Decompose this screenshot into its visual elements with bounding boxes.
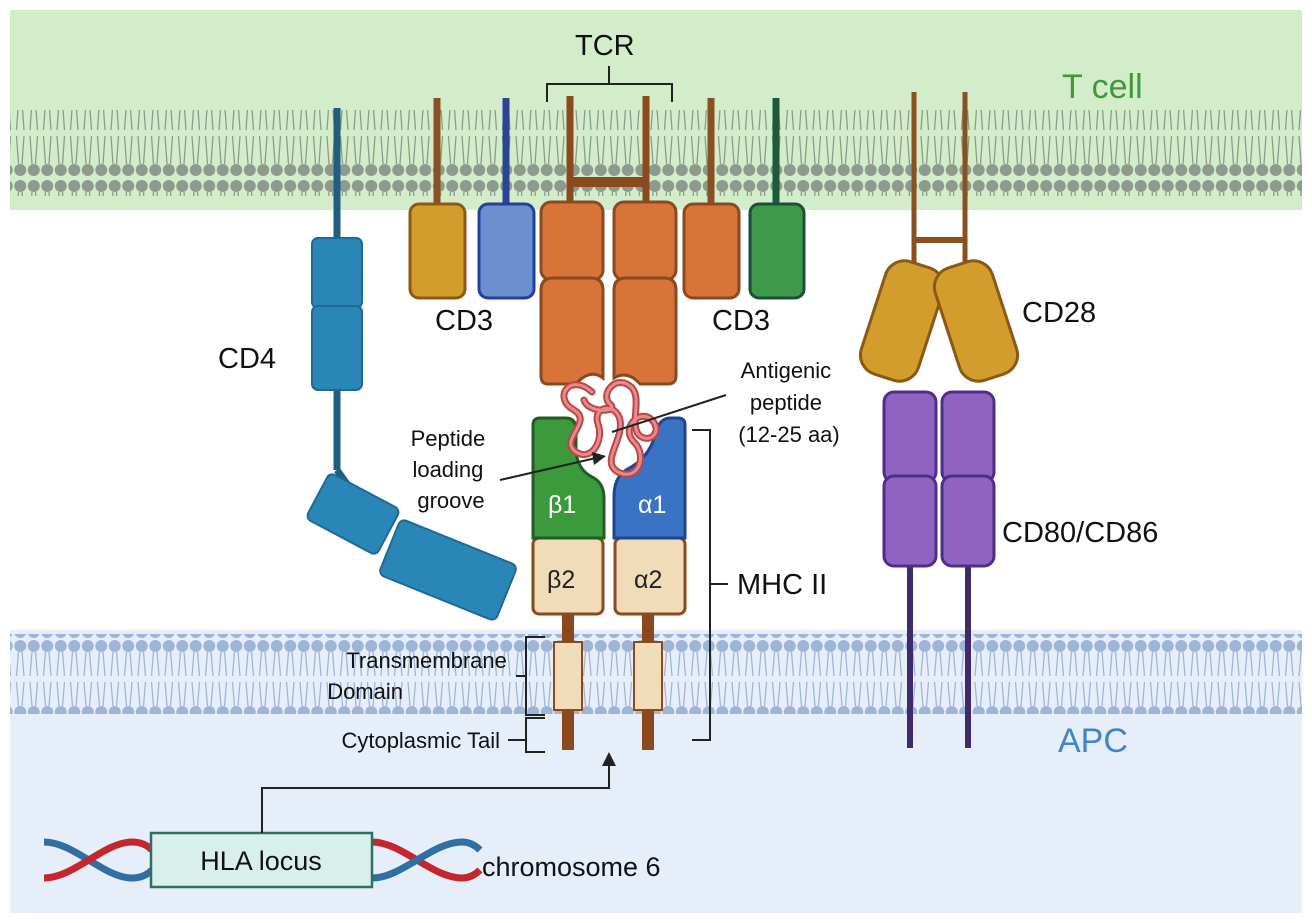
cd28-label: CD28 — [1022, 297, 1096, 329]
groove-pointer — [499, 457, 597, 481]
dna-helix-left-icon — [43, 838, 155, 882]
beta1-label: β1 — [548, 491, 576, 519]
cd4-coreceptor — [306, 108, 517, 621]
cd3-left-complex — [408, 98, 536, 300]
chromosome-label: chromosome 6 — [482, 852, 661, 882]
t-cell-membrane — [10, 110, 1302, 196]
t-cell-label: T cell — [1062, 68, 1143, 106]
transmembrane-label: Transmembrane Domain — [327, 648, 513, 704]
alpha2-label: α2 — [634, 566, 662, 594]
cd80-cd86-ligand — [882, 390, 996, 748]
cytoplasmic-tail-label: Cytoplasmic Tail — [341, 728, 500, 753]
transmembrane-bracket — [516, 636, 545, 716]
tcr-bracket — [546, 66, 673, 102]
cd3-left-label: CD3 — [435, 305, 493, 337]
mhc-ii-bracket — [692, 429, 728, 741]
cytoplasmic-bracket — [508, 717, 545, 753]
tcr-complex — [539, 96, 678, 386]
antigenic-peptide-label: Antigenic peptide (12-25 aa) — [738, 358, 840, 447]
tcr-label: TCR — [575, 30, 635, 62]
beta2-label: β2 — [547, 566, 575, 594]
groove-arrowhead — [592, 452, 606, 465]
expression-arrow — [261, 764, 610, 833]
cd80-cd86-label: CD80/CD86 — [1002, 517, 1158, 549]
hla-locus-label: HLA locus — [200, 846, 322, 876]
cd4-label: CD4 — [218, 343, 276, 375]
cd3-right-complex — [682, 98, 806, 300]
hla-locus-box — [149, 831, 374, 889]
peptide-groove-label: Peptide loading groove — [411, 426, 492, 513]
expression-arrowhead — [602, 752, 616, 766]
cd3-right-label: CD3 — [712, 305, 770, 337]
dna-helix-right-icon — [371, 838, 483, 882]
apc-label: APC — [1058, 722, 1128, 760]
peptide-pointer — [611, 394, 727, 433]
alpha1-label: α1 — [638, 491, 666, 519]
mhc-ii-label: MHC II — [737, 569, 827, 601]
cd28-receptor — [858, 92, 1020, 383]
mhc-ii-complex — [531, 416, 687, 750]
